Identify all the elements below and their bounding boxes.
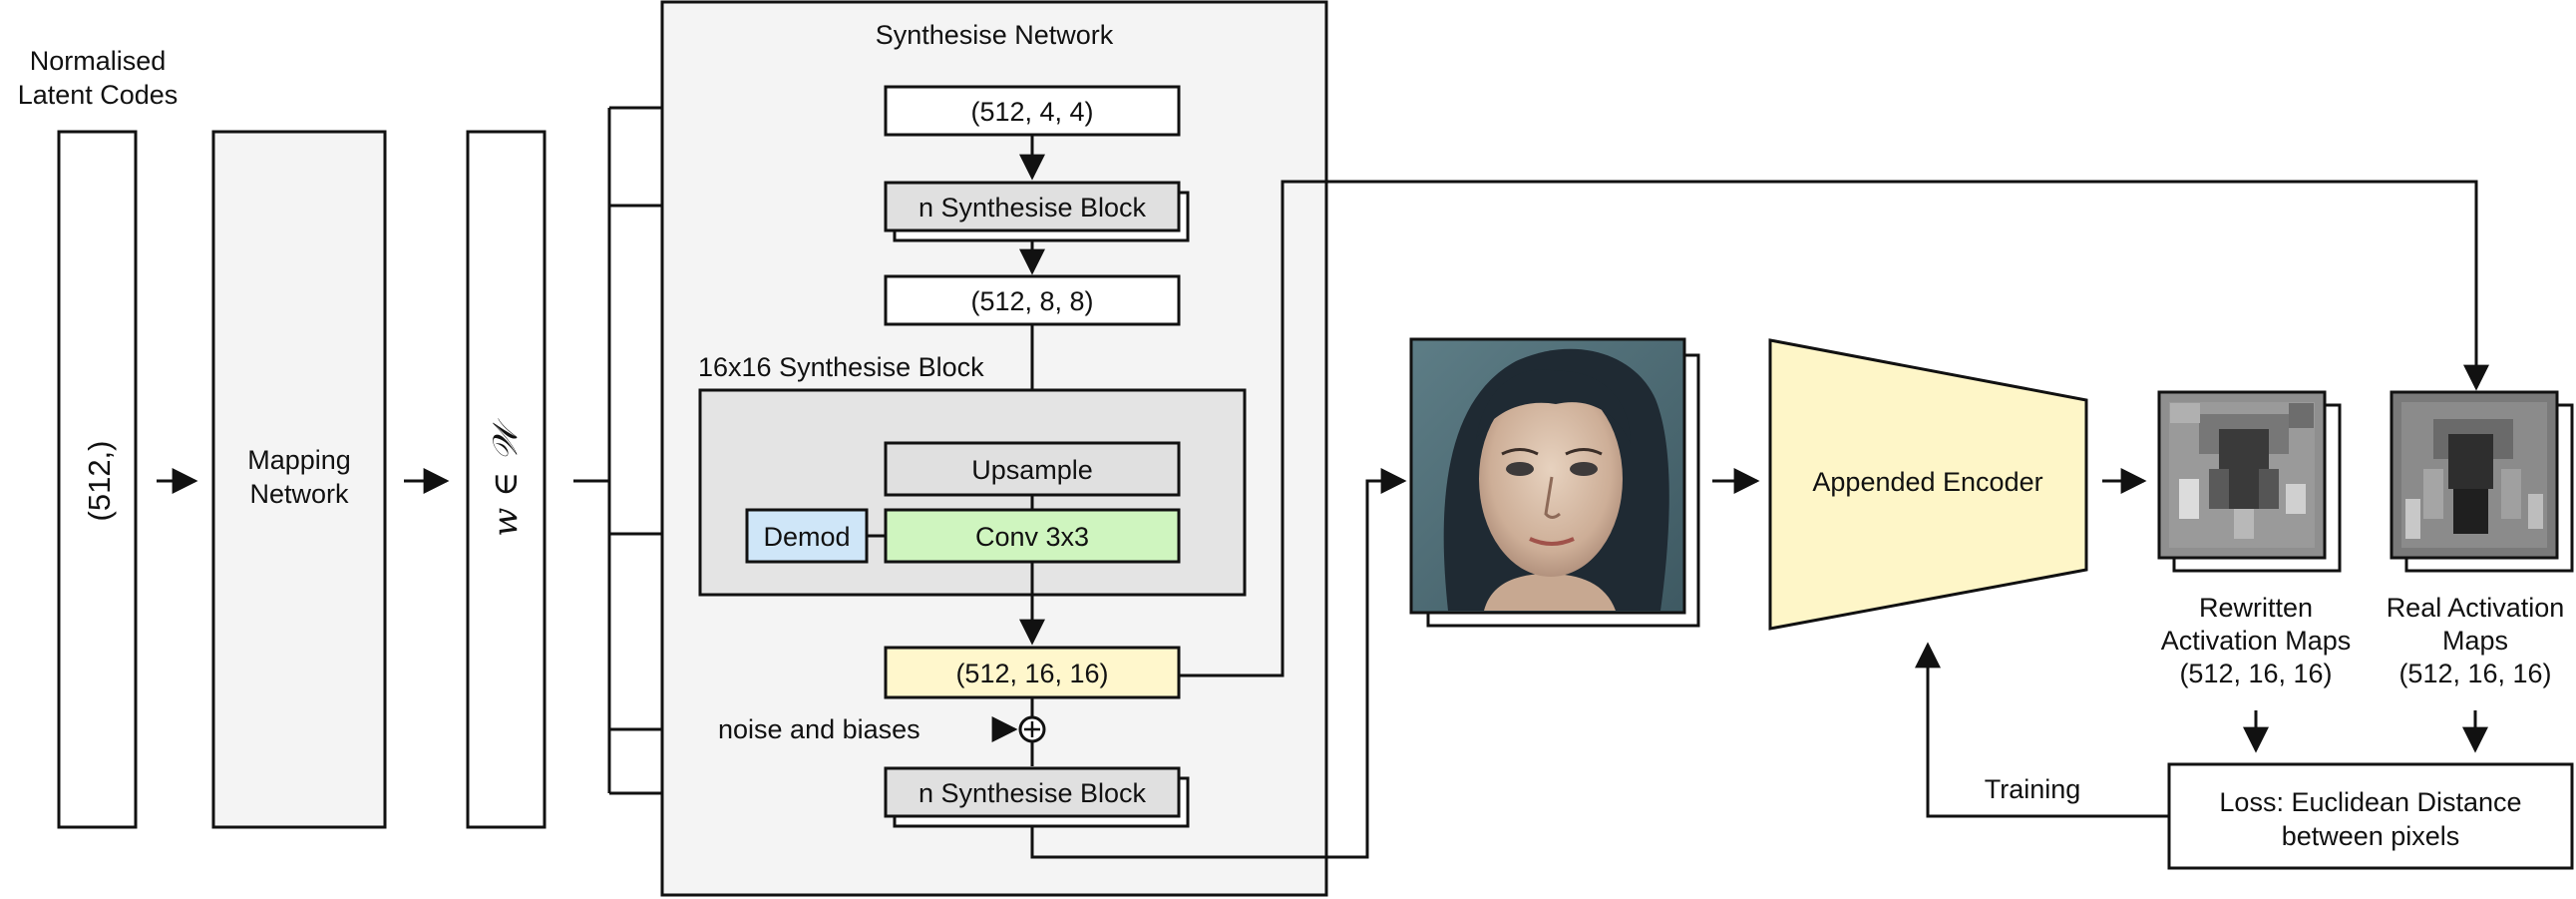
encoder-trapezoid: [1768, 338, 2088, 631]
loss-label-line1: Loss: Euclidean Distance: [2219, 787, 2521, 817]
generated-image: [1409, 337, 1700, 628]
synthesise-network: Synthesise Network (512, 4, 4) n Synthes…: [660, 0, 1328, 897]
nblock-top-label: n Synthesise Block: [919, 193, 1147, 223]
block16-title: 16x16 Synthesise Block: [698, 352, 984, 382]
w-space: w ∈ 𝒲: [466, 130, 547, 829]
w-space-box: [466, 130, 547, 829]
nblock-bottom: [884, 766, 1181, 818]
training-label: Training: [1985, 774, 2081, 804]
conv-label: Conv 3x3: [975, 522, 1089, 552]
loss-label-line2: between pixels: [2282, 821, 2460, 851]
loss-box: [2167, 762, 2574, 870]
nblock-top: [884, 181, 1181, 232]
real-label-line2: Maps: [2442, 626, 2508, 656]
mapping-network: Mapping Network: [211, 130, 387, 829]
upsample-label: Upsample: [971, 455, 1093, 485]
real-map-pixels: [2401, 402, 2547, 548]
appended-encoder: Appended Encoder: [1768, 338, 2088, 631]
rewritten-label-line2: Activation Maps: [2161, 626, 2352, 656]
synthesise-network-title: Synthesise Network: [876, 20, 1114, 50]
rewritten-activation-maps: Rewritten Activation Maps (512, 16, 16): [2157, 390, 2352, 688]
real-activation-maps: Real Activation Maps (512, 16, 16): [2387, 390, 2574, 688]
portrait-face: [1443, 348, 1669, 611]
upsample-block: [884, 441, 1181, 497]
rewritten-shape: (512, 16, 16): [2179, 659, 2332, 688]
out8-block-label: (512, 8, 8): [970, 286, 1093, 316]
mapping-network-box: [211, 130, 387, 829]
w-space-label: w ∈ 𝒲: [486, 418, 526, 537]
add-icon: [1018, 715, 1046, 743]
conv-block: [884, 508, 1181, 564]
latent-shape-label: (512,): [82, 441, 117, 522]
noise-label: noise and biases: [718, 714, 920, 744]
latent-caption-line1: Normalised: [30, 46, 167, 76]
arrow-training-feedback: [1915, 642, 2169, 818]
rewritten-label-line1: Rewritten: [2199, 593, 2313, 623]
real-shape: (512, 16, 16): [2398, 659, 2551, 688]
arrow-16-to-real-activation: [1179, 180, 2489, 677]
latent-codes: Normalised Latent Codes (512,): [18, 46, 179, 829]
real-label-line1: Real Activation: [2387, 593, 2565, 623]
latent-caption-line2: Latent Codes: [18, 80, 179, 110]
arrow-output-to-image: [1030, 468, 1407, 859]
latent-vector-box: [57, 130, 138, 829]
out8-block: [884, 274, 1181, 326]
loss: Loss: Euclidean Distance between pixels: [2167, 762, 2574, 870]
nblock-bottom-label: n Synthesise Block: [919, 778, 1147, 808]
mapping-label-line2: Network: [249, 479, 349, 509]
mapping-label-line1: Mapping: [247, 445, 351, 475]
out16-block-label: (512, 16, 16): [955, 659, 1108, 688]
demod-block: [745, 508, 869, 564]
demod-label: Demod: [763, 522, 850, 552]
rewritten-map-pixels: [2169, 402, 2315, 548]
const-block-label: (512, 4, 4): [970, 97, 1093, 127]
encoder-label: Appended Encoder: [1812, 467, 2042, 497]
